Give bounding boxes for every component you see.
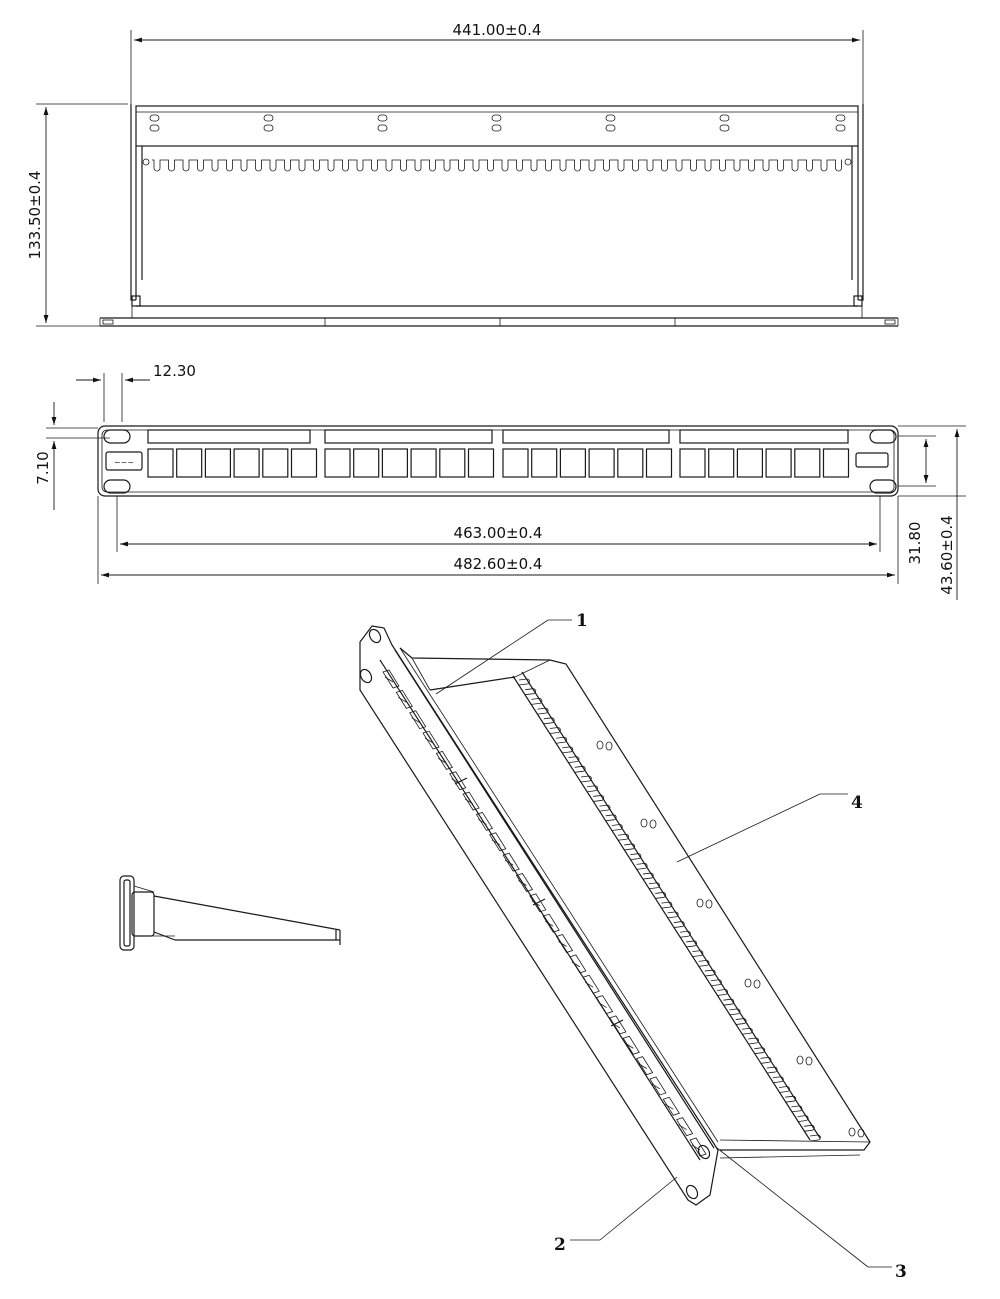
callout-4: 4 [851,793,863,813]
rj45-port [617,448,644,478]
rj45-port [176,448,203,478]
iso-port [382,669,400,689]
slot-hole [149,124,160,132]
iso-port [676,1117,694,1137]
slot-hole [605,114,616,122]
label-window [855,452,889,468]
slot-hole [263,124,274,132]
iso-port [636,1056,654,1076]
label-strips [147,429,849,444]
label-strip [147,429,311,444]
slot-hole [149,114,160,122]
callout-3: 3 [895,1262,907,1282]
iso-port [515,872,534,892]
front-panel [97,425,899,497]
callout-1: 1 [576,611,588,631]
side-view-detail [119,875,341,951]
dim-hole-span: 463.00±0.4 [454,524,543,542]
dim-offset-left: 12.30 [153,362,196,380]
rj45-port [290,448,318,478]
rj45-port [233,448,260,478]
iso-port [555,934,574,954]
label-strip [679,429,849,444]
iso-port [595,995,614,1015]
dim-hole-offset: 7.10 [34,451,52,484]
mounting-holes [149,114,846,132]
iso-port [582,974,600,994]
tray-back-flange [135,105,859,147]
iso-port [502,852,520,872]
brand-logo [105,451,143,471]
slot-hole [835,124,846,132]
iso-tray [399,647,871,1151]
rj45-port [645,448,673,478]
iso-front-panel [359,625,719,1206]
rj45-port [679,448,706,478]
top-view: 441.00±0.4 133.50±0.4 [26,21,899,327]
slot-hole [377,124,388,132]
isometric-view: 1 4 2 3 [359,611,907,1282]
port-row [147,448,850,478]
svg-text:~~~: ~~~ [114,458,134,467]
iso-port [462,791,480,811]
iso-port [662,1096,680,1116]
iso-port [569,954,587,974]
rj45-port [324,448,351,478]
iso-port [475,811,494,831]
rj45-port [467,448,495,478]
rj45-port [262,448,289,478]
iso-port [609,1015,627,1035]
rj45-port [147,448,174,478]
dim-hole-vertical: 31.80 [906,522,924,565]
slot-hole [605,124,616,132]
iso-port [622,1035,640,1055]
rj45-port [353,448,380,478]
iso-cable-slots [518,678,821,1142]
rj45-port [822,448,850,478]
rj45-port [588,448,615,478]
slot-hole [835,114,846,122]
rj45-port [531,448,558,478]
rj45-port [794,448,821,478]
rj45-port [204,448,231,478]
rj45-port [381,448,408,478]
iso-port-row [382,669,707,1157]
iso-port [422,730,440,750]
iso-port [689,1137,707,1157]
callout-2: 2 [554,1235,566,1255]
slot-hole [719,114,730,122]
rj45-port [736,448,764,478]
iso-port [435,750,453,770]
dim-height-top: 133.50±0.4 [26,171,44,260]
dim-overall-height: 43.60±0.4 [938,515,956,594]
slot-hole [719,124,730,132]
cable-slots [152,159,842,172]
slot-hole [377,114,388,122]
rj45-port [765,448,792,478]
dim-width-top: 441.00±0.4 [453,21,542,39]
rj45-port [559,448,587,478]
iso-port [489,832,507,852]
slot-hole [491,114,502,122]
front-view: 12.30 7.10 ~~~ 463.00±0.4 482.60±0.4 [34,362,966,600]
label-strip [502,429,670,444]
iso-mounting-holes [596,740,865,1138]
rj45-port [708,448,735,478]
label-strip [324,429,493,444]
rj45-port [410,448,437,478]
slot-hole [263,114,274,122]
iso-port [542,913,560,933]
rj45-port [439,448,466,478]
slot-hole [491,124,502,132]
iso-port [649,1076,667,1096]
iso-port [395,689,413,709]
dim-overall-width: 482.60±0.4 [454,555,543,573]
rj45-port [502,448,529,478]
iso-port [409,710,427,730]
